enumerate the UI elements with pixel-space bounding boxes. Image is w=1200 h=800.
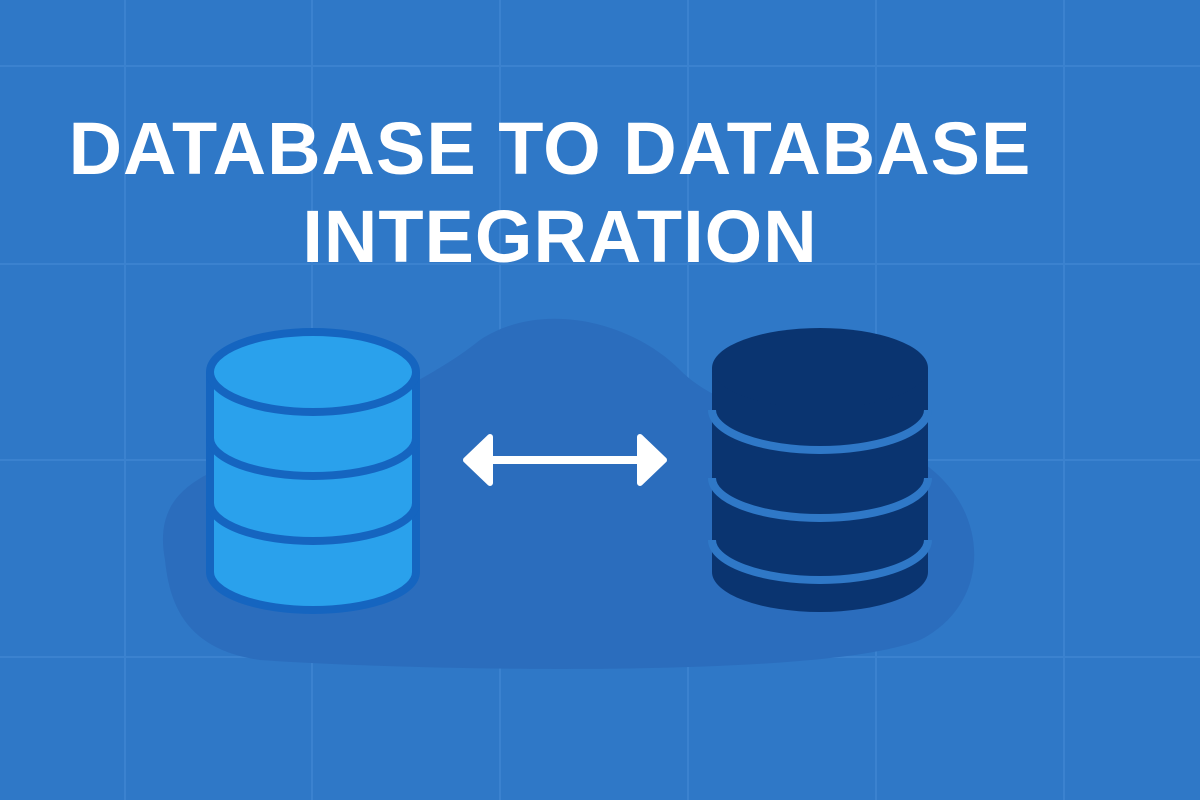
title-line-2: INTEGRATION: [302, 195, 818, 278]
source-database-icon: [206, 328, 420, 614]
target-database-icon: [708, 328, 932, 612]
bidirectional-arrow-icon: [463, 434, 667, 486]
title-line-1: DATABASE TO DATABASE: [68, 107, 1032, 190]
